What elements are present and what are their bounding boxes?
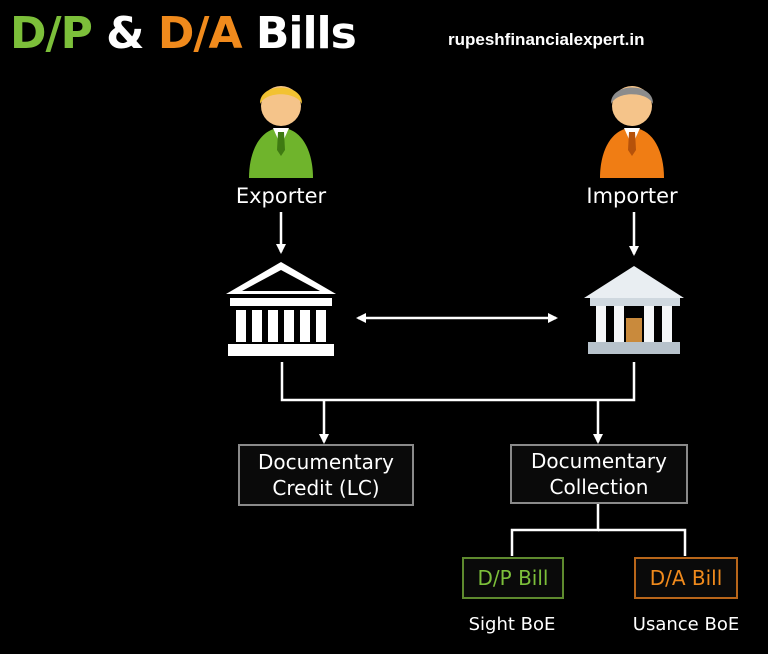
sight-boe-label: Sight BoE (468, 614, 556, 635)
documentary-credit-box: Documentary Credit (LC) (238, 444, 414, 506)
website-label: rupeshfinancialexpert.in (448, 30, 645, 49)
documentary-credit-line2: Credit (LC) (272, 476, 380, 500)
usance-boe-label: Usance BoE (632, 614, 740, 635)
da-bill-box: D/A Bill (634, 557, 738, 599)
documentary-collection-line2: Collection (549, 475, 649, 499)
banks-junction-line (280, 362, 636, 402)
da-bill-label: D/A Bill (649, 566, 723, 590)
collection-to-bills-line-right (598, 528, 687, 556)
documentary-collection-line1: Documentary (531, 449, 667, 473)
importer-label: Importer (586, 184, 678, 208)
title-da: D/A (157, 8, 243, 59)
title-dp: D/P (10, 8, 93, 59)
collection-to-bills-line (510, 504, 600, 556)
documentary-credit-line1: Documentary (258, 450, 394, 474)
title-amp: & (106, 8, 144, 59)
documentary-collection-box: Documentary Collection (510, 444, 688, 504)
page-title: D/P & D/A Bills (10, 8, 357, 59)
dp-bill-box: D/P Bill (462, 557, 564, 599)
exporter-label: Exporter (235, 184, 327, 208)
title-bills: Bills (255, 8, 357, 59)
dp-bill-label: D/P Bill (477, 566, 549, 590)
